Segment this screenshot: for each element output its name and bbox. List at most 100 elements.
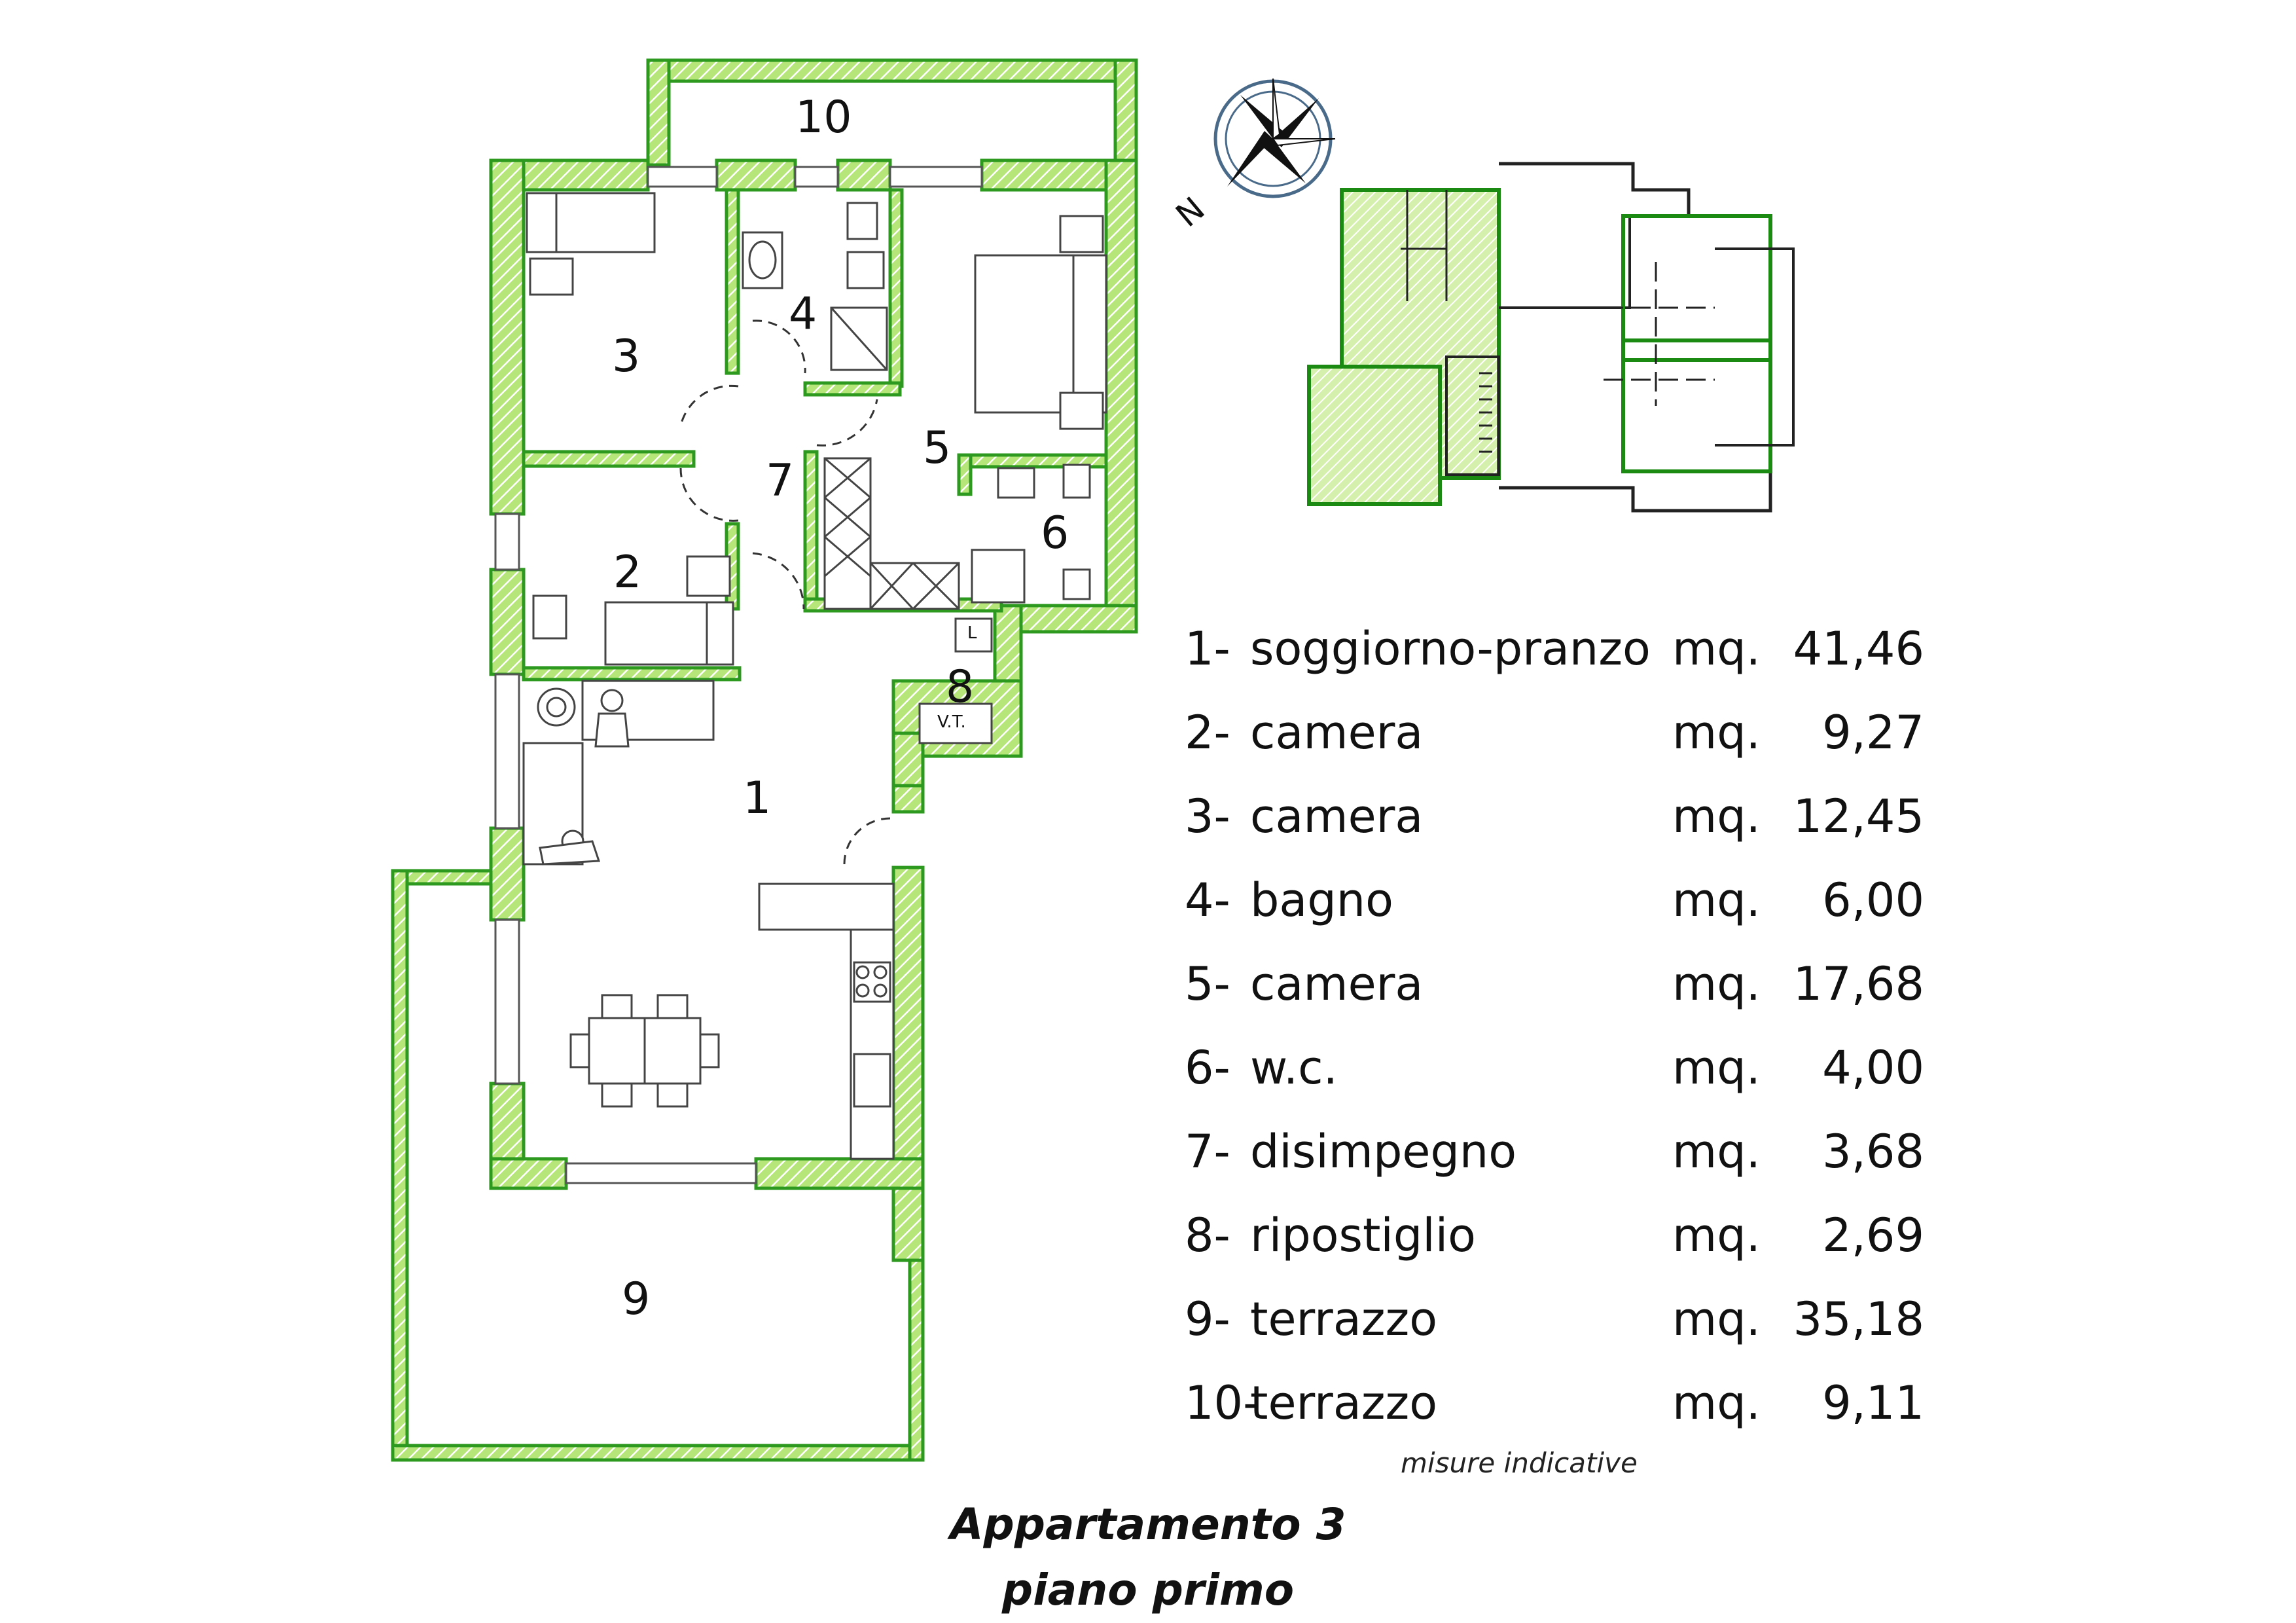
room-label-7: 7 (766, 455, 795, 507)
legend-row: 9- terrazzo mq. 35,18 (1185, 1292, 1924, 1358)
room-label-9: 9 (622, 1273, 651, 1325)
legend-value: 41,46 (1793, 622, 1924, 676)
wall-top-2 (715, 158, 797, 192)
room-label-10: 10 (795, 92, 852, 143)
legend-unit: mq. (1672, 1209, 1761, 1262)
legend-unit: mq. (1672, 1292, 1761, 1346)
compass (1213, 78, 1336, 198)
room-label-4: 4 (789, 288, 817, 340)
room-label-3: 3 (612, 331, 641, 382)
wall-top-3 (836, 158, 892, 192)
legend-num: 7- (1185, 1125, 1230, 1178)
key-plan (1307, 162, 1795, 513)
wall-left-1 (489, 158, 526, 516)
legend-num: 8- (1185, 1209, 1230, 1262)
legend-name: w.c. (1250, 1041, 1338, 1095)
toilet-wc (1062, 464, 1091, 499)
bidet-wc (1062, 568, 1091, 600)
legend-unit: mq. (1672, 957, 1761, 1011)
wall-int-3-2 (522, 450, 696, 468)
legend-value: 2,69 (1822, 1209, 1924, 1262)
legend-name: soggiorno-pranzo (1250, 622, 1651, 676)
legend-row: 2- camera mq. 9,27 (1185, 706, 1924, 771)
title-line-1: Appartamento 3 (950, 1499, 1346, 1550)
key-plan-highlight-2 (1307, 365, 1442, 506)
wall-right-kitchen (891, 866, 925, 1262)
legend-row: 4- bagno mq. 6,00 (1185, 873, 1924, 939)
kitchen-top (758, 883, 895, 931)
legend-num: 5- (1185, 957, 1230, 1011)
legend-row: 6- w.c. mq. 4,00 (1185, 1041, 1924, 1106)
legend-name: camera (1250, 790, 1424, 843)
wall-int-wc-left (957, 453, 973, 496)
legend-value: 4,00 (1822, 1041, 1924, 1095)
shower-wc (971, 549, 1026, 604)
sink-wc (997, 467, 1035, 499)
legend-value: 35,18 (1793, 1292, 1924, 1346)
legend-num: 10- (1185, 1376, 1260, 1430)
wall-terrace10-left (646, 58, 671, 167)
measurement-note: misure indicative (1401, 1447, 1638, 1479)
legend-row: 10- terrazzo mq. 9,11 (1185, 1376, 1924, 1442)
toilet-bath (846, 251, 885, 289)
legend-name: disimpegno (1250, 1125, 1517, 1178)
room-label-6: 6 (1041, 507, 1069, 559)
wall-left-2 (489, 568, 526, 676)
legend-unit: mq. (1672, 1125, 1761, 1178)
wardrobe-room5 (823, 457, 872, 610)
room-label-1: 1 (743, 773, 772, 824)
legend-unit: mq. (1672, 1376, 1761, 1430)
legend-value: 12,45 (1793, 790, 1924, 843)
washer-box (954, 617, 993, 653)
wall-terrace9-left (391, 869, 409, 1462)
legend-row: 1- soggiorno-pranzo mq. 41,46 (1185, 622, 1924, 687)
legend-name: ripostiglio (1250, 1209, 1477, 1262)
legend-unit: mq. (1672, 790, 1761, 843)
wall-terrace9-bottom (391, 1444, 925, 1462)
fixture-label-vt: V.T. (937, 712, 966, 732)
legend-row: 8- ripostiglio mq. 2,69 (1185, 1209, 1924, 1274)
wall-right-1 (1104, 158, 1138, 634)
legend-name: bagno (1250, 873, 1393, 927)
legend-value: 3,68 (1822, 1125, 1924, 1178)
wall-int-2-bottom (522, 666, 742, 682)
vt-box (918, 702, 993, 744)
legend-value: 9,11 (1822, 1376, 1924, 1430)
wall-terrace10-top (646, 58, 1138, 83)
legend-value: 6,00 (1822, 873, 1924, 927)
legend-num: 4- (1185, 873, 1230, 927)
room-label-5: 5 (923, 422, 952, 474)
legend-row: 5- camera mq. 17,68 (1185, 957, 1924, 1023)
legend-unit: mq. (1672, 1041, 1761, 1095)
wall-bottom-2 (754, 1157, 925, 1190)
legend-name: camera (1250, 706, 1424, 759)
legend-num: 2- (1185, 706, 1230, 759)
legend-name: camera (1250, 957, 1424, 1011)
room-label-8: 8 (946, 661, 975, 713)
title-line-2: piano primo (1001, 1565, 1295, 1615)
legend-value: 17,68 (1793, 957, 1924, 1011)
door-swings (679, 319, 891, 865)
legend-name: terrazzo (1250, 1292, 1438, 1346)
wall-int-5-left (803, 450, 819, 611)
legend-unit: mq. (1672, 622, 1761, 676)
walls (391, 58, 1138, 1462)
bed-room3 (526, 192, 656, 253)
legend-name: terrazzo (1250, 1376, 1438, 1430)
windows (494, 166, 983, 1184)
furniture (522, 192, 1107, 1160)
wall-terrace10-right (1113, 58, 1138, 167)
fixture-label-l: L (967, 623, 977, 643)
legend-row: 3- camera mq. 12,45 (1185, 790, 1924, 855)
legend-num: 6- (1185, 1041, 1230, 1095)
room-label-2: 2 (613, 547, 642, 598)
wall-int-bath-bottom (803, 381, 902, 397)
wall-left-3 (489, 826, 526, 922)
bidet-bath (846, 202, 878, 240)
wall-step-5 (891, 784, 925, 814)
legend-unit: mq. (1672, 873, 1761, 927)
legend-value: 9,27 (1822, 706, 1924, 759)
people (539, 689, 630, 866)
bed-room2 (604, 601, 734, 666)
